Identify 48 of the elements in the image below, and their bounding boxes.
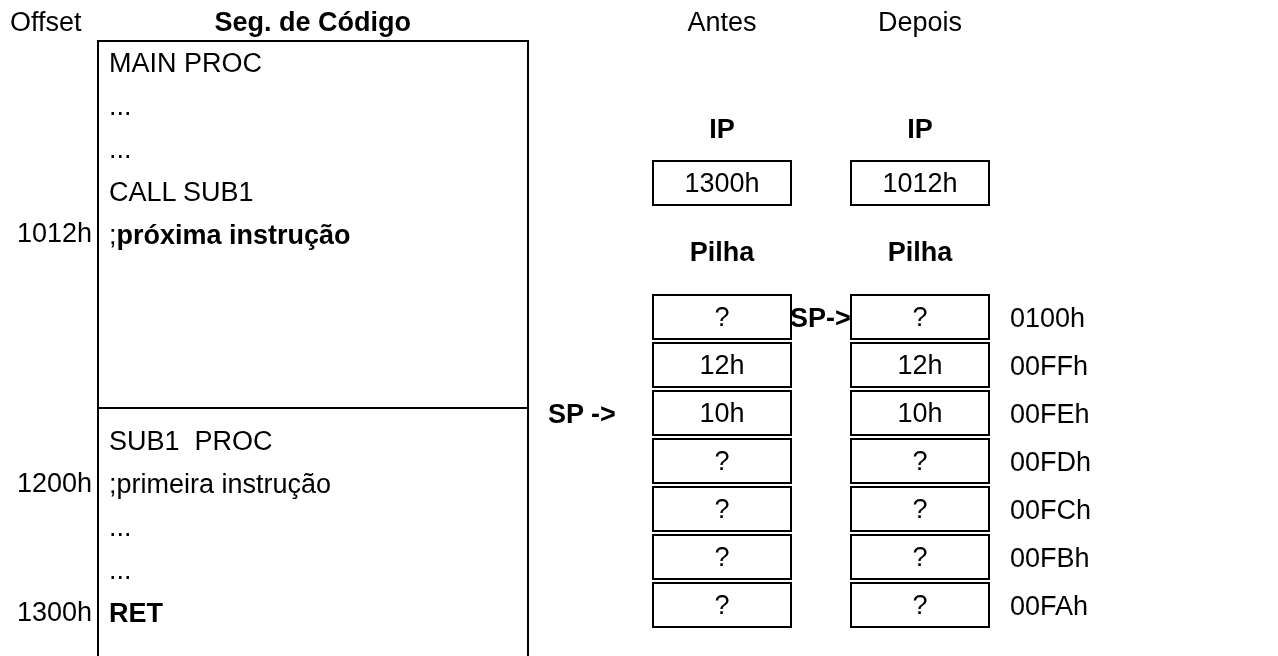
stack-cell: ?: [850, 486, 990, 532]
register-label: IP: [906, 113, 934, 146]
register-label: IP: [708, 113, 736, 146]
offset-label: 1012h: [17, 217, 93, 250]
code-line: ;primeira instrução: [109, 468, 333, 501]
pointer-label: SP ->: [548, 398, 616, 431]
address-label: 0100h: [1010, 302, 1086, 335]
code-line: CALL SUB1: [109, 176, 255, 209]
address-label: 00FBh: [1010, 542, 1090, 575]
code-line: ...: [109, 133, 133, 166]
address-label: 00FAh: [1010, 590, 1089, 623]
code-line: ...: [109, 90, 133, 123]
stack-cell: ?: [652, 582, 792, 628]
column-heading: Antes: [687, 6, 757, 39]
register-box: 1300h: [652, 160, 792, 206]
register-box: 1012h: [850, 160, 990, 206]
code-line: ;próxima instrução: [109, 219, 352, 252]
column-heading: Seg. de Código: [214, 6, 411, 39]
address-label: 00FCh: [1010, 494, 1092, 527]
stack-cell: 12h: [850, 342, 990, 388]
stack-cell: ?: [850, 582, 990, 628]
stack-cell: ?: [850, 294, 990, 340]
column-heading: Depois: [878, 6, 963, 39]
stack-cell: ?: [652, 486, 792, 532]
code-box: [97, 407, 529, 656]
stack-cell: 10h: [850, 390, 990, 436]
code-line: ...: [109, 511, 133, 544]
column-heading: Offset: [10, 6, 82, 39]
stack-heading: Pilha: [886, 236, 954, 269]
code-box: [97, 40, 529, 409]
stack-cell: 10h: [652, 390, 792, 436]
stack-heading: Pilha: [688, 236, 756, 269]
stack-cell: ?: [850, 438, 990, 484]
stack-cell: ?: [652, 534, 792, 580]
offset-label: 1300h: [17, 596, 93, 629]
address-label: 00FEh: [1010, 398, 1090, 431]
code-line: RET: [109, 597, 164, 630]
stack-cell: ?: [850, 534, 990, 580]
code-line: SUB1 PROC: [109, 425, 274, 458]
stack-cell: ?: [652, 294, 792, 340]
code-line: ...: [109, 554, 133, 587]
address-label: 00FDh: [1010, 446, 1092, 479]
pointer-label: SP->: [790, 302, 851, 335]
offset-label: 1200h: [17, 467, 93, 500]
address-label: 00FFh: [1010, 350, 1089, 383]
stack-cell: ?: [652, 438, 792, 484]
stack-cell: 12h: [652, 342, 792, 388]
code-line: MAIN PROC: [109, 47, 263, 80]
